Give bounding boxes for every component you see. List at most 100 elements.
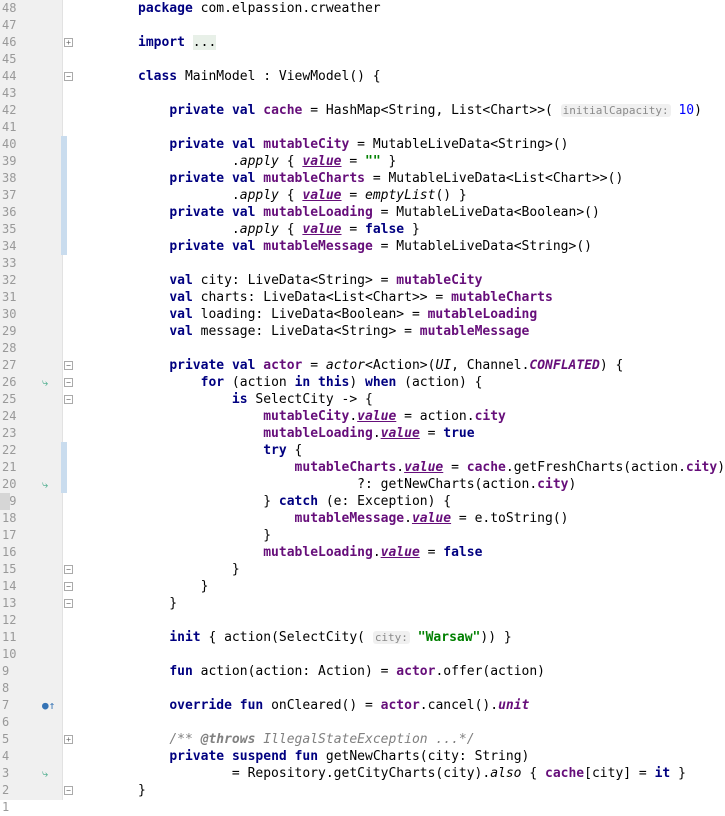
fold-toggle-icon[interactable]: − [64,378,73,387]
code-line[interactable]: private val cache = HashMap<String, List… [169,103,702,118]
code-line[interactable]: ?: getNewCharts(action.city) [138,477,577,492]
line-number: 21 [2,460,17,474]
suspend-call-icon[interactable]: ⤷ [42,767,49,780]
code-line[interactable]: } [138,783,146,798]
suspend-call-icon[interactable]: ⤷ [42,376,49,389]
code-line[interactable]: val loading: LiveData<Boolean> = mutable… [169,307,538,322]
code-line[interactable]: mutableCharts.value = cache.getFreshChar… [294,460,725,475]
line-number: 13 [2,596,17,610]
line-number: 25 [2,392,17,406]
code-line[interactable]: } catch (e: Exception) { [138,494,452,509]
line-number: 10 [2,647,17,661]
line-number: 5 [2,732,10,746]
code-area[interactable]: package com.elpassion.crweather import ..… [63,0,725,800]
code-line[interactable]: } [138,562,240,577]
line-number: 6 [2,715,10,729]
code-line[interactable]: import ... [138,35,217,50]
line-number: 15 [2,562,17,576]
line-number: 16 [2,545,17,559]
line-number: 27 [2,358,17,372]
code-line[interactable]: package com.elpassion.crweather [138,1,381,16]
fold-toggle-icon[interactable]: − [64,72,73,81]
code-line[interactable]: /** @throws IllegalStateException ...*/ [169,732,475,747]
line-number: 24 [2,409,17,423]
code-line[interactable]: mutableMessage.value = e.toString() [294,511,569,526]
line-number: 14 [2,579,17,593]
line-number: 31 [2,290,17,304]
line-number: 12 [2,613,17,627]
fold-toggle-icon[interactable]: − [64,786,73,795]
fold-toggle-icon[interactable]: − [64,599,73,608]
line-number: 2 [2,783,10,797]
code-line[interactable]: is SelectCity -> { [231,392,373,407]
code-line[interactable]: .apply { value = "" } [138,154,397,169]
override-method-icon[interactable]: ●↑ [42,699,56,712]
code-line[interactable]: init { action(SelectCity( city: "Warsaw"… [169,630,512,645]
code-line[interactable]: } [138,579,209,594]
code-line[interactable]: private val mutableMessage = MutableLive… [169,239,592,254]
line-number: 23 [2,426,17,440]
line-number: 47 [2,18,17,32]
line-number: 37 [2,188,17,202]
code-line[interactable]: private val actor = actor<Action>(UI, Ch… [169,358,624,373]
caret-marker [0,493,10,510]
vcs-change-marker[interactable] [61,136,67,255]
line-number: 43 [2,86,17,100]
fold-toggle-icon[interactable]: − [64,565,73,574]
line-number: 36 [2,205,17,219]
code-line[interactable]: private suspend fun getNewCharts(city: S… [169,749,530,764]
line-number: 7 [2,698,10,712]
code-line[interactable]: class MainModel : ViewModel() { [138,69,381,84]
line-number: 48 [2,1,17,15]
suspend-call-icon[interactable]: ⤷ [42,478,49,491]
line-number: 41 [2,120,17,134]
line-number: 20 [2,477,17,491]
line-number: 40 [2,137,17,151]
line-number: 26 [2,375,17,389]
code-line[interactable]: try { [263,443,303,458]
line-number: 28 [2,341,17,355]
line-number: 46 [2,35,17,49]
line-number: 32 [2,273,17,287]
fold-toggle-icon[interactable]: − [64,361,73,370]
vcs-change-marker[interactable] [61,459,67,493]
code-line[interactable]: val message: LiveData<String> = mutableM… [169,324,530,339]
fold-toggle-icon[interactable]: + [64,735,73,744]
line-number: 44 [2,69,17,83]
code-line[interactable]: .apply { value = emptyList() } [138,188,467,203]
line-number: 11 [2,630,17,644]
code-line[interactable]: for (action in this) when (action) { [200,375,483,390]
line-number: 29 [2,324,17,338]
line-number: 38 [2,171,17,185]
line-number: 3 [2,766,10,780]
code-line[interactable]: private val mutableCharts = MutableLiveD… [169,171,624,186]
fold-toggle-icon[interactable]: − [64,582,73,591]
line-number: 42 [2,103,17,117]
fold-toggle-icon[interactable]: − [64,395,73,404]
code-line[interactable]: } [138,596,178,611]
line-number: 18 [2,511,17,525]
line-number: 4 [2,749,10,763]
code-line[interactable]: = Repository.getCityCharts(city).also { … [138,766,686,781]
code-line[interactable]: mutableCity.value = action.city [263,409,506,424]
code-line[interactable]: override fun onCleared() = actor.cancel(… [169,698,530,713]
fold-toggle-icon[interactable]: + [64,38,73,47]
line-number: 30 [2,307,17,321]
line-number: 35 [2,222,17,236]
code-line[interactable]: val city: LiveData<String> = mutableCity [169,273,483,288]
code-line[interactable]: mutableLoading.value = false [263,545,483,560]
code-line[interactable]: private val mutableCity = MutableLiveDat… [169,137,569,152]
line-number: 9 [2,664,10,678]
code-line[interactable]: } [138,528,272,543]
line-number: 45 [2,52,17,66]
line-number: 22 [2,443,17,457]
code-line[interactable]: fun action(action: Action) = actor.offer… [169,664,546,679]
line-number: 33 [2,256,17,270]
code-line[interactable]: val charts: LiveData<List<Chart>> = muta… [169,290,553,305]
code-line[interactable]: private val mutableLoading = MutableLive… [169,205,600,220]
code-line[interactable]: mutableLoading.value = true [263,426,475,441]
code-line[interactable]: .apply { value = false } [138,222,420,237]
line-number: 39 [2,154,17,168]
